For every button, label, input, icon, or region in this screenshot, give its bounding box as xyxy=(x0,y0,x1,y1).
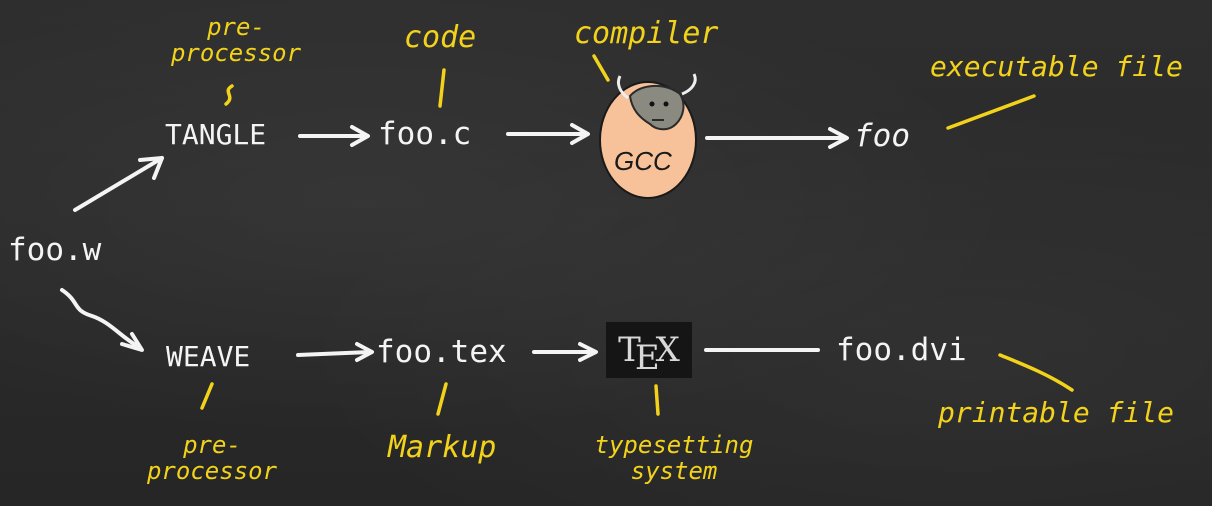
code-file-node: foo.c xyxy=(378,116,472,152)
annotation-weave-preprocessor: pre- processor xyxy=(142,432,282,484)
arrowhead-tex-to-typesetter xyxy=(578,342,598,362)
pointer-printable xyxy=(998,353,1074,392)
arrowhead-tangle-to-code xyxy=(350,125,370,147)
arrowhead-code-to-gcc xyxy=(570,123,590,145)
annotation-tangle-pre: pre- xyxy=(207,13,265,41)
pointer-code xyxy=(438,68,446,108)
annotation-printable-file: printable file xyxy=(938,396,1175,429)
pointer-compiler xyxy=(592,54,610,82)
tex-file-node: foo.tex xyxy=(376,334,507,370)
pointer-executable xyxy=(946,94,1036,130)
annotation-typesetting-system: typesetting system xyxy=(586,432,762,484)
arrow-weave-to-tex xyxy=(296,350,372,357)
tex-logo-t: T xyxy=(618,330,641,370)
annotation-typesetting-line2: system xyxy=(630,457,718,485)
annotation-weave-processor: processor xyxy=(146,457,278,485)
annotation-tangle-processor: processor xyxy=(170,39,302,67)
arrow-source-to-tangle xyxy=(73,156,164,212)
annotation-tangle-preprocessor: pre- processor xyxy=(168,14,304,66)
arrow-source-to-weave xyxy=(60,288,142,350)
pointer-typesetting xyxy=(654,384,660,416)
tangle-node: TANGLE xyxy=(165,118,267,151)
dvi-file-node: foo.dvi xyxy=(836,332,967,368)
tex-logo-x: X xyxy=(655,330,680,370)
tex-logo: TEX xyxy=(606,322,692,378)
weave-node: WEAVE xyxy=(166,340,251,373)
arrowhead-gcc-to-executable xyxy=(828,127,849,149)
tex-logo-e: E xyxy=(634,338,660,378)
annotation-compiler: compiler xyxy=(574,16,719,51)
annotation-typesetting-line1: typesetting xyxy=(594,431,754,459)
gnu-head-icon xyxy=(616,73,697,131)
gcc-logo-text: GCC xyxy=(614,146,672,176)
executable-node: foo xyxy=(854,118,910,154)
pointer-tangle-pre xyxy=(224,84,234,106)
annotation-markup: Markup xyxy=(388,430,497,465)
annotation-executable-file: executable file xyxy=(930,50,1183,83)
pointer-markup xyxy=(436,382,448,416)
arrowhead-source-to-weave xyxy=(120,332,144,352)
pointer-weave xyxy=(200,382,214,410)
source-file: foo.w xyxy=(8,232,102,268)
annotation-code: code xyxy=(404,20,477,55)
annotation-weave-pre: pre- xyxy=(183,431,241,459)
arrowhead-source-to-tangle xyxy=(138,156,164,180)
arrowhead-weave-to-tex xyxy=(355,342,374,362)
